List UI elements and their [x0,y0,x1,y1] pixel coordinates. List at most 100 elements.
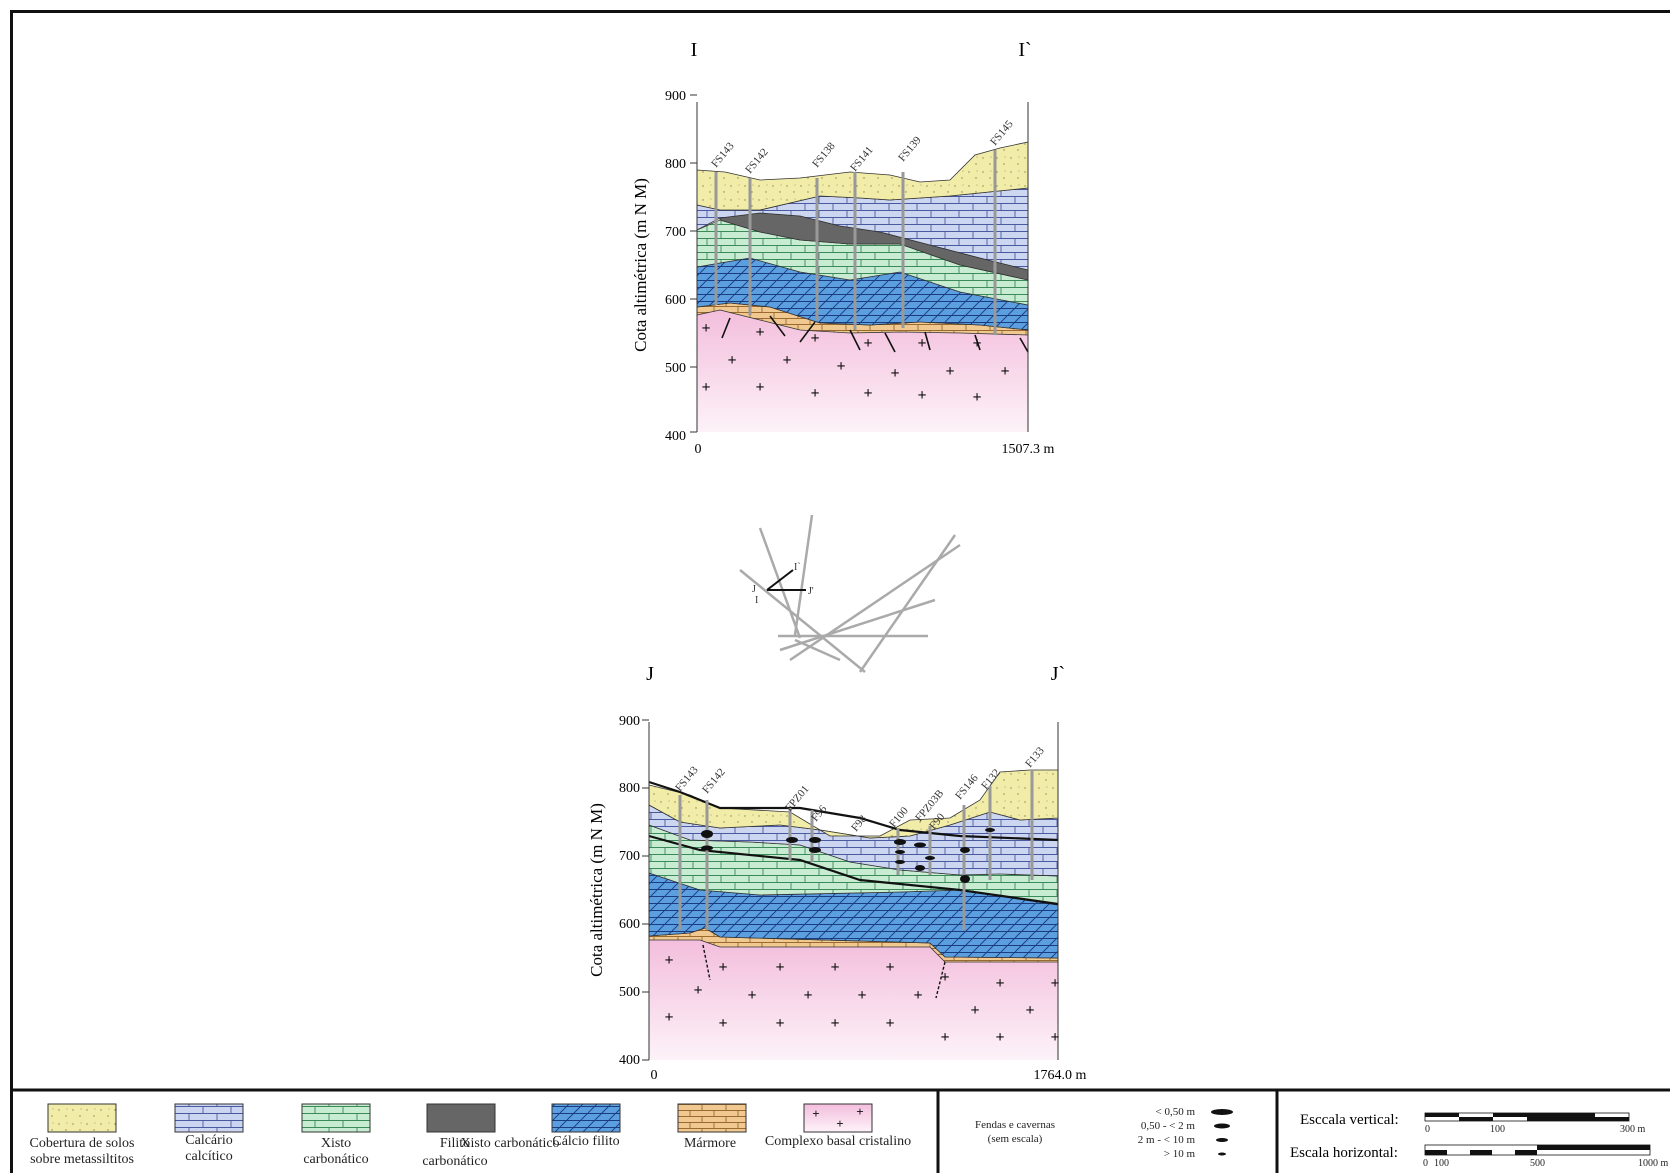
basement-cross-symbol: + [857,987,866,1004]
legend-label-calcphyllite: Cálcio filito [552,1134,619,1149]
vertical-scale-label: Esccala vertical: [1300,1112,1399,1128]
fractures-title: Fendas e cavernas [975,1119,1055,1131]
basement-cross-symbol: + [718,959,727,976]
legend-label-limestone-1: Calcário [185,1133,232,1148]
fracture-size: < 0,50 m [1155,1106,1195,1118]
legend-label-phyllite-1: Filito [440,1136,470,1151]
legend-label-basement: Complexo basal cristalino [765,1134,911,1149]
borehole-label: FS139 [896,134,924,164]
cross-section-j: J J` FS143 FS142 FPZ01 F96 [587,663,1087,1083]
y-axis-title-i: Cota altimétrica (m N M) [631,178,650,352]
basement-cross-symbol: + [913,987,922,1004]
fracture-size: 0,50 - < 2 m [1141,1120,1196,1132]
basement-cross-symbol: + [1000,363,1009,380]
basement-cross-symbol: + [1050,1029,1059,1046]
fracture-size: 2 m - < 10 m [1138,1134,1196,1146]
legend-swatch-phyllite [426,1103,496,1133]
horizontal-scale-tick: 1000 m [1638,1158,1669,1169]
basement-cross-symbol: + [863,385,872,402]
basement-cross-symbol: + [917,387,926,404]
location-map [739,514,961,673]
basement-cross-symbol: + [830,959,839,976]
basement-cross-symbol: + [747,987,756,1004]
basement-cross-symbol: + [940,969,949,986]
y-tick-label: 900 [619,714,640,729]
legend-label-soil-2: sobre metassiltitos [30,1152,134,1167]
legend-label-schist-overlap: Xisto carbonático [460,1136,559,1151]
basement-cross-symbol: + [664,952,673,969]
basement-cross-symbol: + [863,335,872,352]
svg-text:+: + [836,1116,843,1131]
legend-label-limestone-2: calcítico [185,1149,232,1164]
map-label: J [752,584,756,595]
horizontal-scale-tick: 0 [1423,1158,1428,1169]
boreholes-i [714,150,997,335]
figure-frame [10,10,1670,1173]
basement-cross-symbol: + [995,975,1004,992]
basement-cross-symbol: + [917,335,926,352]
basement-cross-symbol: + [755,324,764,341]
borehole-label: FS143 [673,764,701,794]
basement-cross-symbol: + [890,365,899,382]
section-i-start-label: I [691,39,698,61]
y-tick-label: 800 [665,157,686,172]
y-axis-title-j: Cota altimétrica (m N M) [587,803,606,977]
y-tick-label: 500 [619,985,640,1000]
y-tick-label: 400 [619,1053,640,1068]
legend: + + + Cobertura de solos sobre metassiltit… [10,1088,1670,1173]
map-label: J' [808,586,814,597]
section-i-end-label: I` [1018,39,1031,61]
basement-cross-symbol: + [810,330,819,347]
basement-cross-symbol: + [701,320,710,337]
fracture-symbols [1211,1109,1233,1156]
horizontal-scale-tick: 500 [1530,1158,1545,1169]
x-end-label-j: 1764.0 m [1034,1068,1087,1083]
y-tick-label: 900 [665,89,686,104]
vertical-scale-tick: 100 [1490,1124,1505,1135]
basement-cross-symbol: + [803,987,812,1004]
basement-crosses-j: +++++++++++++++++++++++ [664,952,1059,1046]
basement-cross-symbol: + [995,1029,1004,1046]
y-tick-label: 400 [665,429,686,444]
horizontal-scale-tick: 100 [1434,1158,1449,1169]
basement-cross-symbol: + [718,1015,727,1032]
y-tick-label: 600 [665,293,686,308]
y-tick-label: 700 [619,849,640,864]
legend-label-phyllite-2: carbonático [422,1154,487,1169]
borehole-label: FS141 [848,144,876,174]
legend-label-marble: Mármore [684,1136,736,1151]
basement-cross-symbol: + [885,959,894,976]
legend-swatch-marble [677,1103,747,1133]
fractures-subtitle: (sem escala) [988,1133,1043,1145]
svg-text:+: + [856,1104,863,1119]
legend-label-schist-2: carbonático [303,1152,368,1167]
legend-label-schist-1: Xisto [321,1136,351,1151]
vertical-scale-tick: 300 m [1620,1124,1646,1135]
basement-crosses-i: ++++++++++++++++++ [701,320,1009,406]
vertical-scale-tick: 0 [1425,1124,1430,1135]
basement-cross-symbol: + [727,352,736,369]
borehole-label: FS142 [700,766,728,796]
basement-layer [697,310,1028,432]
fracture-size: > 10 m [1164,1148,1196,1160]
location-map-sections [766,569,806,591]
basement-cross-symbol: + [782,352,791,369]
svg-text:+: + [812,1106,819,1121]
basement-cross-symbol: + [1025,1002,1034,1019]
cross-section-i: I I` FS143 FS142 FS138 FS141 FS139 FS145 [631,39,1055,457]
basement-cross-symbol: + [940,1029,949,1046]
legend-swatch-basement [803,1103,873,1133]
basement-cross-symbol: + [755,379,764,396]
basement-cross-symbol: + [830,1015,839,1032]
boreholes-j [678,770,1034,930]
legend-label-soil-1: Cobertura de solos [30,1136,135,1151]
x-start-label-i: 0 [695,442,702,457]
basement-cross-symbol: + [693,982,702,999]
basement-cross-symbol: + [972,389,981,406]
borehole-label: FS145 [988,118,1016,148]
basement-cross-symbol: + [775,1015,784,1032]
y-tick-label: 700 [665,225,686,240]
y-tick-label: 800 [619,781,640,796]
legend-swatch-limestone [174,1103,244,1133]
basement-cross-symbol: + [945,363,954,380]
